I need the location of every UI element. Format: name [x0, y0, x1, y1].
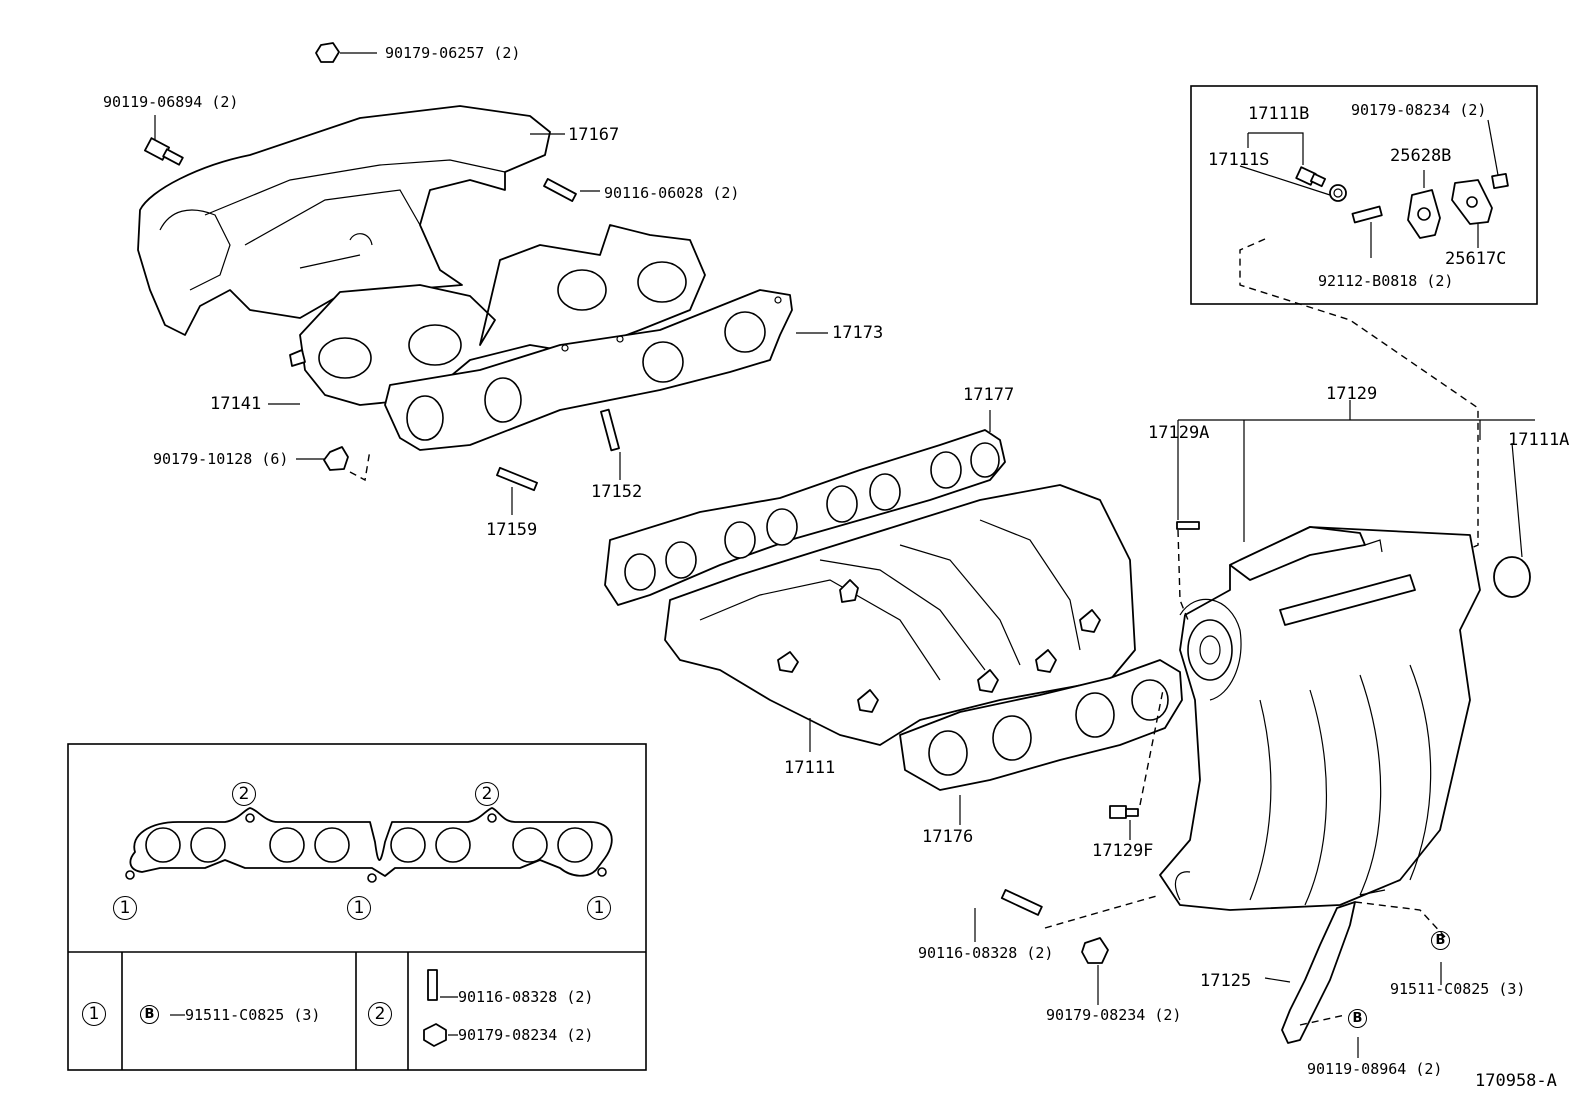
part-label: 90179-06257 (2) [385, 44, 521, 62]
row-marker-1: 1 [82, 1002, 106, 1026]
pin-17129a [1176, 521, 1200, 530]
gasket-17176 [899, 659, 1183, 791]
row-one-part: 91511-C0825 (3) [185, 1006, 321, 1024]
stud-90116-06028 [543, 178, 600, 202]
inset-label: 17111B [1248, 104, 1310, 124]
flange-25617c [1451, 179, 1493, 248]
inset-label: 17111S [1208, 150, 1270, 170]
bracket-17125 [1264, 901, 1356, 1044]
part-label: 90179-10128 (6) [153, 450, 289, 468]
part-label: 17125 [1200, 971, 1252, 991]
gasket-17177 [604, 429, 1006, 606]
stud-90116-08328 [974, 889, 1043, 942]
part-label: 17167 [568, 125, 620, 145]
stud-17159 [496, 466, 538, 515]
part-label: 17129 [1326, 384, 1378, 404]
part-label: 90179-08234 (2) [1046, 1006, 1182, 1024]
gasket-25628b [1407, 170, 1441, 239]
bolt-90119-06894 [143, 115, 184, 166]
gasket-17173 [384, 289, 793, 451]
row-marker-2: 2 [368, 1002, 392, 1026]
part-label: 90116-06028 (2) [604, 184, 740, 202]
part-label: 17129F [1092, 841, 1154, 861]
heat-insulator-17167 [137, 105, 551, 336]
intake-runners-17111 [664, 484, 1136, 746]
inset-label: 25628B [1390, 146, 1452, 166]
inset-top-right [1190, 85, 1538, 554]
part-label: 90119-08964 (2) [1307, 1060, 1443, 1078]
bolt-17129f [1109, 689, 1164, 840]
nut-90179-10128 [296, 446, 371, 482]
marker-2: 2 [475, 782, 499, 806]
part-label: 17176 [922, 827, 974, 847]
bolt-90179-08234-inset [1487, 119, 1509, 190]
part-label: 90119-06894 (2) [103, 93, 239, 111]
bolt-marker: B [140, 1005, 159, 1024]
part-label: 90116-08328 (2) [918, 944, 1054, 962]
marker-2: 2 [232, 782, 256, 806]
part-label: 17141 [210, 394, 262, 414]
nut-icon-row2 [423, 1023, 447, 1047]
row-two-part: 90116-08328 (2) [458, 988, 594, 1006]
marker-1: 1 [347, 896, 371, 920]
part-label: 91511-C0825 (3) [1390, 980, 1526, 998]
nut-90179-06257 [315, 42, 377, 63]
marker-1: 1 [587, 896, 611, 920]
stud-17152 [600, 408, 621, 480]
part-label: 17173 [832, 323, 884, 343]
plug-17111a [1493, 442, 1531, 598]
stud-icon-row2 [427, 969, 438, 1001]
marker-1: 1 [113, 896, 137, 920]
part-label: 17111 [784, 758, 836, 778]
inset-bottom-left [67, 743, 647, 1071]
bolt-marker: B [1348, 1009, 1367, 1028]
diagram-id: 170958-A [1475, 1071, 1557, 1091]
part-label: 17152 [591, 482, 643, 502]
bolt-marker: B [1431, 931, 1450, 950]
inset-label: 92112-B0818 (2) [1318, 272, 1454, 290]
intake-plenum-17129 [1159, 526, 1481, 911]
inset-label: 90179-08234 (2) [1351, 101, 1487, 119]
row-two-part: 90179-08234 (2) [458, 1026, 594, 1044]
exhaust-manifold-17141 [289, 224, 706, 406]
inset-label: 25617C [1445, 249, 1507, 269]
bolt-17111b [1295, 166, 1327, 188]
nut-90179-08234-lower [1081, 937, 1109, 1005]
part-label: 17177 [963, 385, 1015, 405]
part-label: 17111A [1508, 430, 1570, 450]
part-label: 17159 [486, 520, 538, 540]
plug-17111s [1329, 184, 1347, 202]
part-label: 17129A [1148, 423, 1210, 443]
stud-92112 [1351, 205, 1383, 258]
